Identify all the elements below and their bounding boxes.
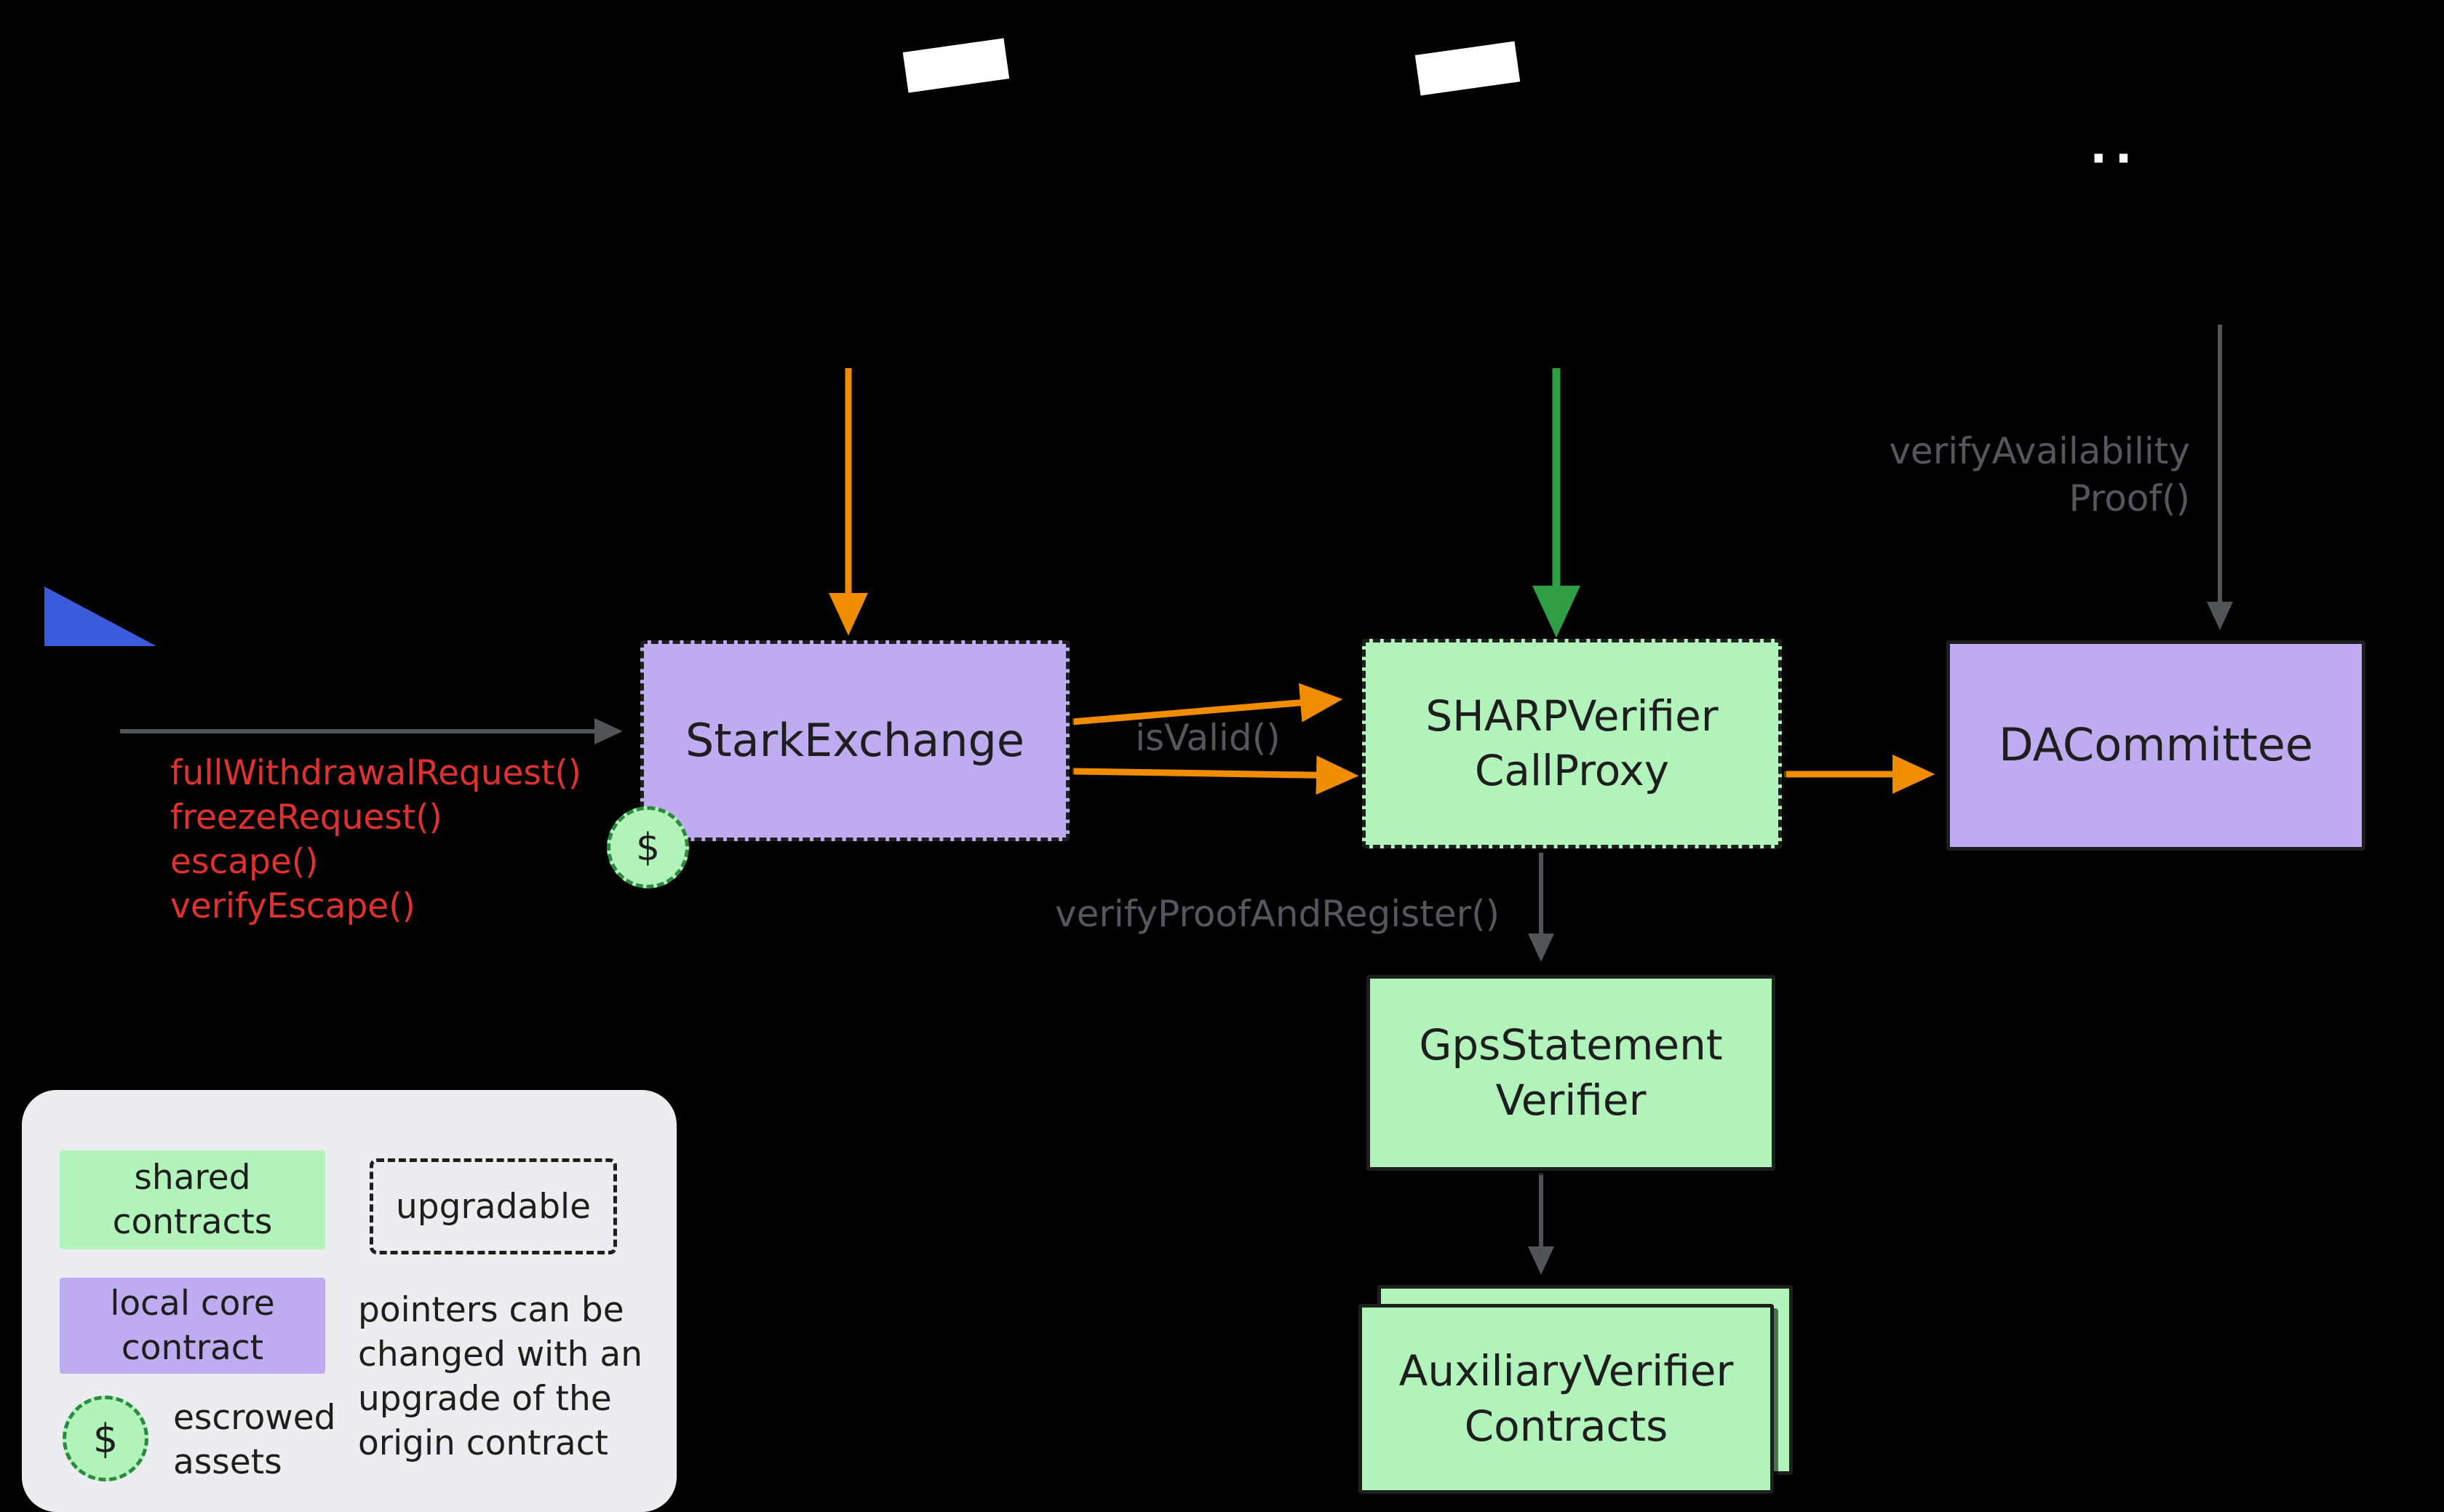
label-verify-availability-proof: verifyAvailability Proof() xyxy=(1889,430,2190,520)
legend-escrowed-assets-label: escrowed assets xyxy=(173,1398,336,1483)
dollar-icon: $ xyxy=(635,825,661,870)
blue-flag-icon xyxy=(44,586,156,646)
label-isvalid: isValid() xyxy=(1135,717,1281,759)
dollar-icon: $ xyxy=(92,1415,119,1462)
user-call: fullWithdrawalRequest() xyxy=(170,753,582,793)
node-auxiliary-verifier-contracts: AuxiliaryVerifier Contracts xyxy=(1358,1304,1774,1494)
legend-escrow-badge: $ xyxy=(63,1396,148,1481)
legend-local-core-swatch: local core contract xyxy=(60,1278,325,1374)
legend-label: upgradable xyxy=(395,1186,592,1227)
node-label: SHARPVerifier CallProxy xyxy=(1425,691,1719,795)
legend-shared-contracts-swatch: shared contracts xyxy=(60,1150,325,1249)
ellipsis-dots: ·· xyxy=(2090,132,2140,186)
label-verify-proof-and-register: verifyProofAndRegister() xyxy=(1055,893,1500,935)
user-call-list: fullWithdrawalRequest() freezeRequest() … xyxy=(170,751,581,928)
node-gps-statement-verifier: GpsStatement Verifier xyxy=(1366,975,1775,1171)
node-da-committee: DACommittee xyxy=(1946,640,2365,851)
arrow-isvalid-call xyxy=(1072,683,1343,725)
laptop-screen-icon xyxy=(902,38,1010,93)
legend-label: shared contracts xyxy=(112,1157,273,1242)
arrow-isvalid-return xyxy=(1072,755,1359,795)
node-label: AuxiliaryVerifier Contracts xyxy=(1398,1346,1734,1451)
user-call: escape() xyxy=(170,842,319,883)
legend: shared contracts upgradable local core c… xyxy=(22,1090,677,1512)
user-call: verifyEscape() xyxy=(170,886,415,927)
node-sharp-verifier-callproxy: SHARPVerifier CallProxy xyxy=(1362,639,1782,848)
node-stark-exchange: StarkExchange xyxy=(640,640,1070,841)
legend-note: pointers can be changed with an upgrade … xyxy=(358,1290,642,1464)
escrow-badge: $ xyxy=(607,806,689,888)
node-label: StarkExchange xyxy=(685,713,1024,767)
legend-upgradable-box: upgradable xyxy=(370,1158,617,1254)
node-label: DACommittee xyxy=(1998,718,2314,772)
node-label: GpsStatement Verifier xyxy=(1419,1020,1723,1125)
legend-label: local core contract xyxy=(110,1283,275,1368)
user-call: freezeRequest() xyxy=(170,797,442,838)
laptop-screen-icon xyxy=(1414,41,1521,96)
